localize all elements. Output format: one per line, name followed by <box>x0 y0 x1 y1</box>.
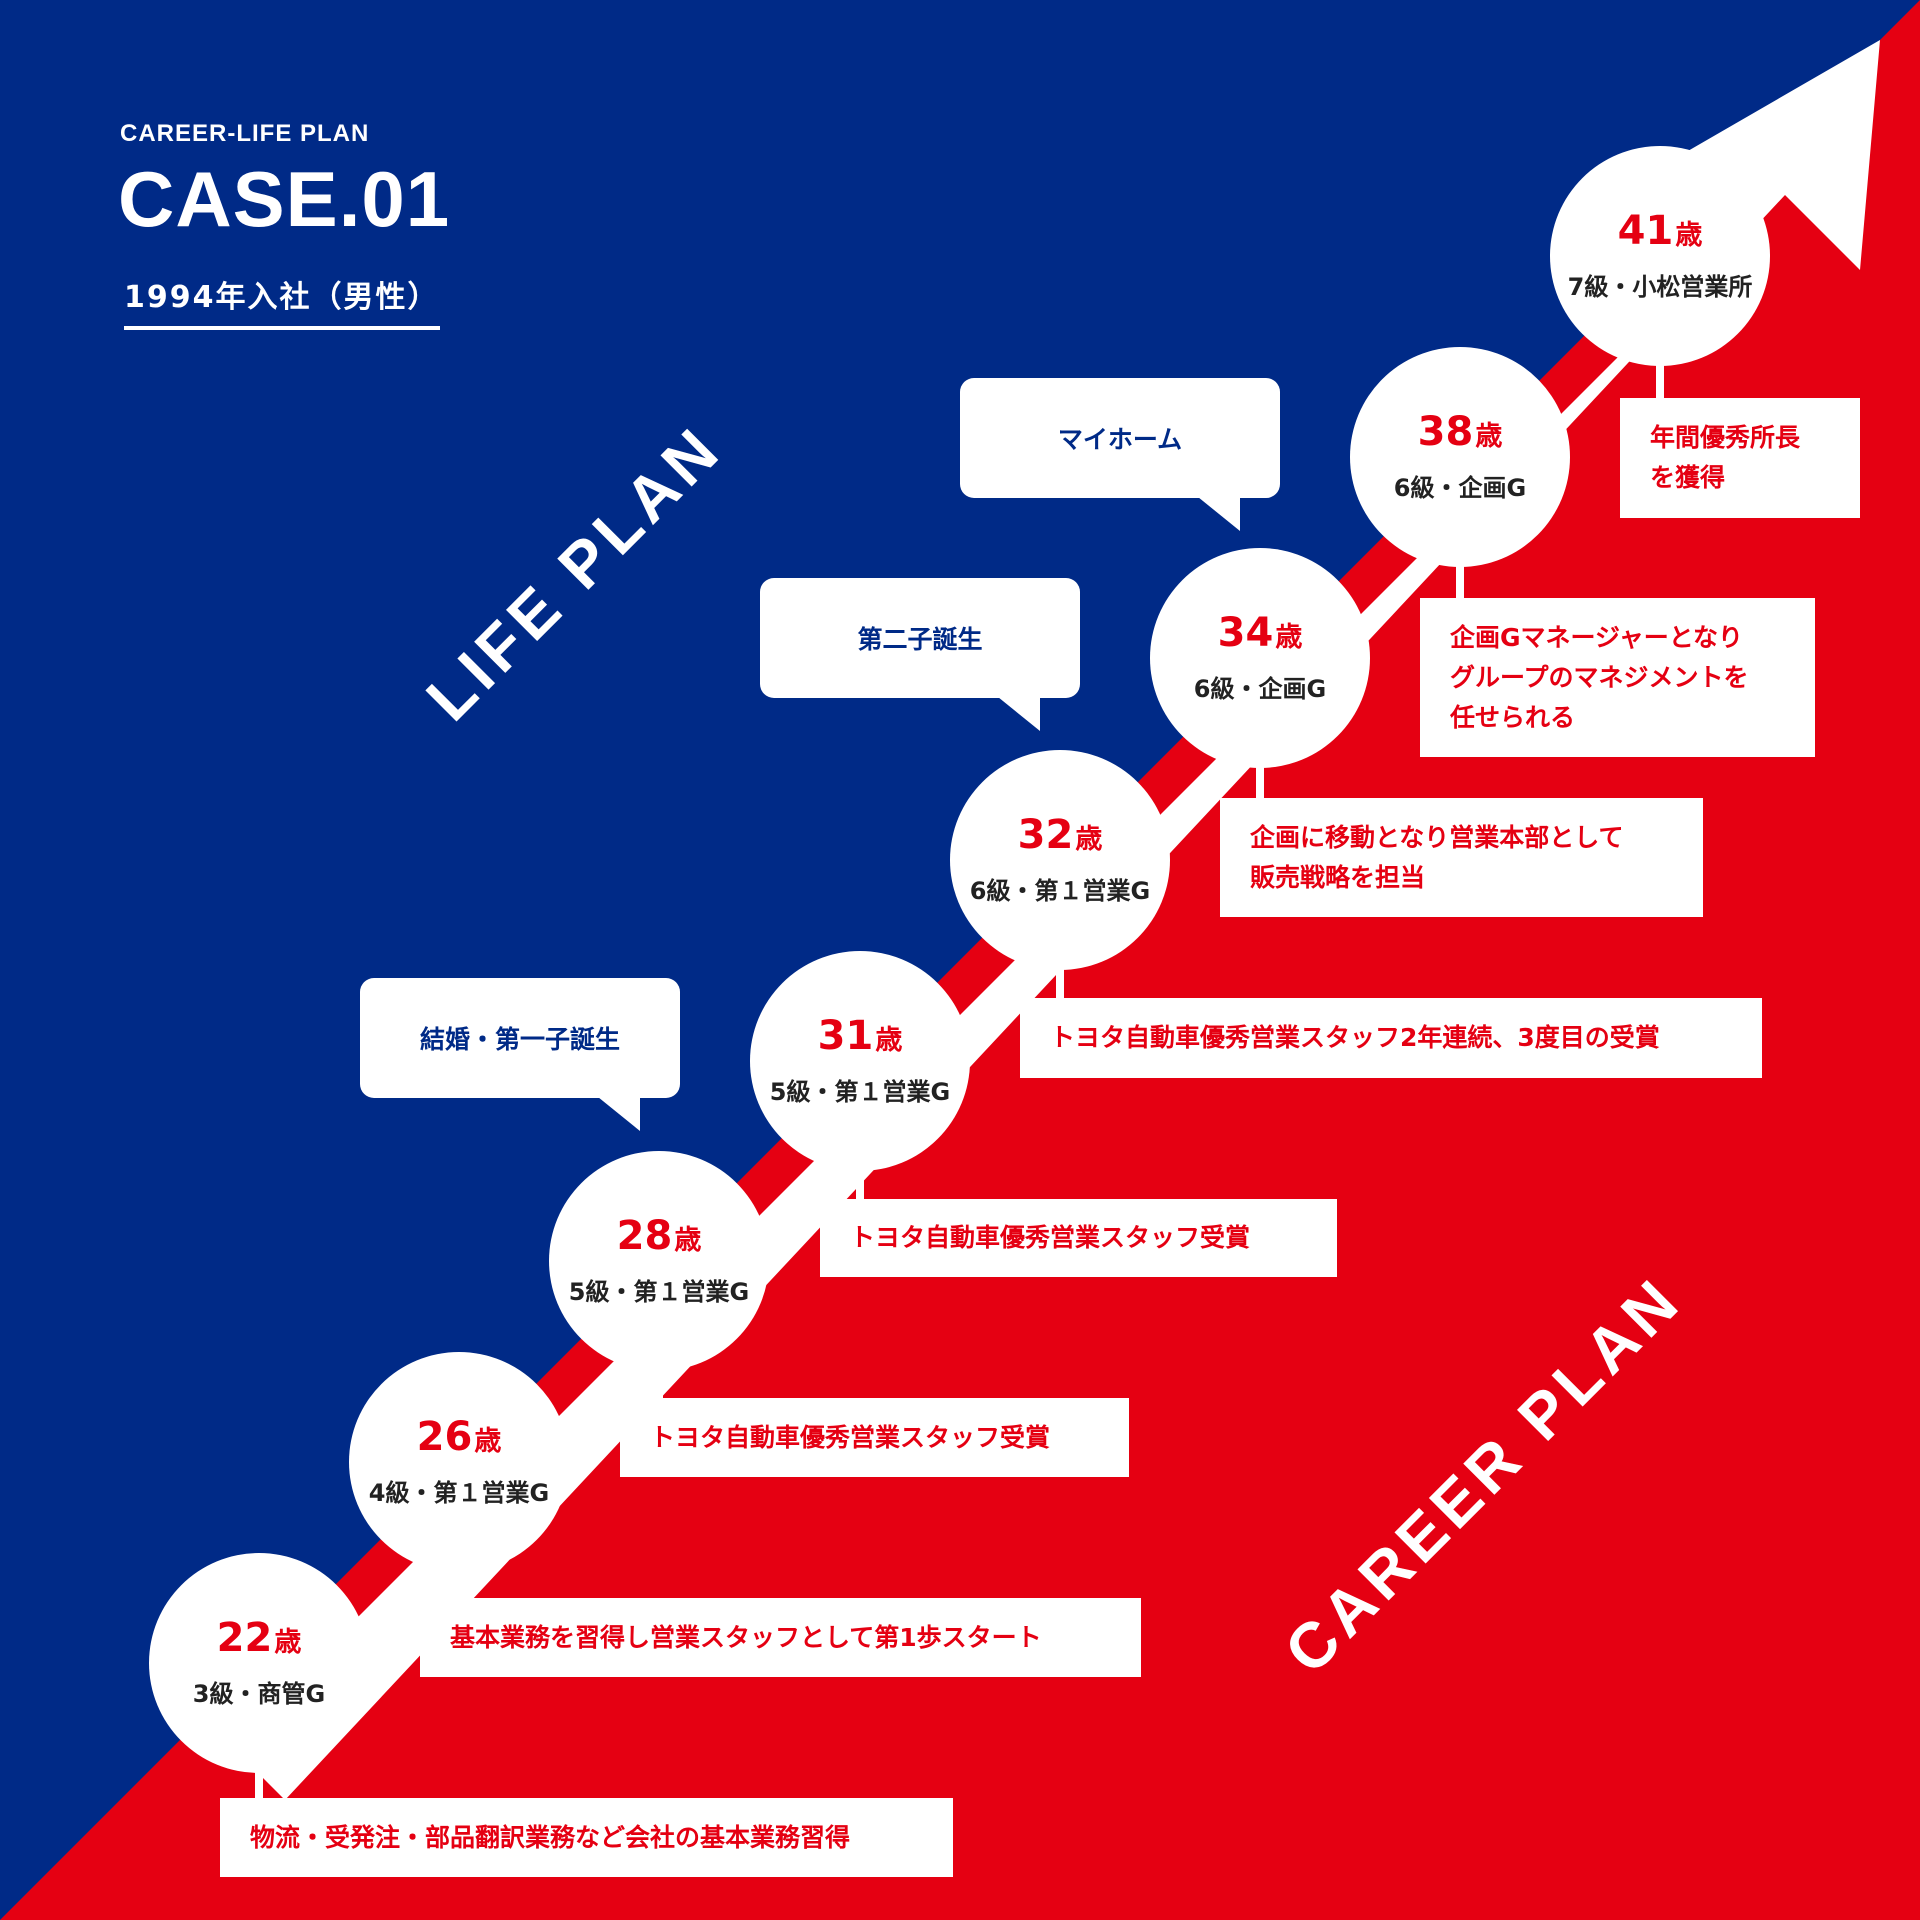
career-text: 企画Gマネージャーとなり <box>1450 622 1744 652</box>
header-meta: 1994年入社（男性） <box>124 272 440 330</box>
connector-26 <box>455 1570 463 1600</box>
career-text: 任せられる <box>1450 702 1576 732</box>
career-event-31: トヨタ自動車優秀営業スタッフ受賞 <box>820 1199 1337 1277</box>
life-event-bubble-my-home: マイホーム <box>960 378 1280 498</box>
connector-34 <box>1256 766 1264 800</box>
connector-28 <box>655 1370 663 1400</box>
career-text: 物流・受発注・部品翻訳業務など会社の基本業務習得 <box>250 1822 851 1852</box>
post-label: 5級・第１営業G <box>568 1277 750 1306</box>
connector-31 <box>856 1170 864 1200</box>
bubble-tail <box>598 1097 640 1131</box>
career-event-38: 企画Gマネージャーとなり グループのマネジメントを 任せられる <box>1420 598 1815 757</box>
career-text: トヨタ自動車優秀営業スタッフ受賞 <box>650 1422 1051 1452</box>
post-label: 5級・第１営業G <box>769 1077 951 1106</box>
career-text: 年間優秀所長 <box>1650 423 1801 452</box>
life-event-bubble-second-child: 第二子誕生 <box>760 578 1080 698</box>
header-subtitle: CAREER-LIFE PLAN <box>120 120 370 147</box>
post-label: 3級・商管G <box>192 1679 326 1708</box>
career-text: トヨタ自動車優秀営業スタッフ受賞 <box>850 1223 1251 1252</box>
connector-22 <box>255 1770 263 1800</box>
career-text: トヨタ自動車優秀営業スタッフ2年連続、3度目の受賞 <box>1050 1023 1660 1052</box>
career-text: 販売戦略を担当 <box>1250 862 1426 892</box>
connector-41 <box>1656 364 1664 400</box>
career-event-28: トヨタ自動車優秀営業スタッフ受賞 <box>620 1398 1129 1477</box>
career-event-26: 基本業務を習得し営業スタッフとして第1歩スタート <box>420 1598 1141 1677</box>
career-text: を獲得 <box>1650 463 1726 492</box>
career-event-32: トヨタ自動車優秀営業スタッフ2年連続、3度目の受賞 <box>1020 998 1762 1078</box>
career-event-41: 年間優秀所長 を獲得 <box>1620 398 1860 518</box>
bubble-tail <box>998 697 1040 731</box>
post-label: 6級・第１営業G <box>969 876 1151 905</box>
career-text: グループのマネジメントを <box>1450 662 1749 692</box>
career-event-34: 企画に移動となり営業本部として 販売戦略を担当 <box>1220 798 1703 917</box>
post-label: 6級・企画G <box>1193 674 1327 703</box>
post-label: 6級・企画G <box>1393 473 1527 502</box>
connector-32 <box>1056 968 1064 1000</box>
life-event-text: 第二子誕生 <box>857 625 983 654</box>
connector-38 <box>1456 564 1464 600</box>
bubble-tail <box>1198 497 1240 531</box>
page-title: CASE.01 <box>118 155 451 243</box>
life-event-text: マイホーム <box>1057 425 1183 454</box>
life-event-text: 結婚・第一子誕生 <box>419 1025 620 1054</box>
post-label: 7級・小松営業所 <box>1567 272 1753 301</box>
post-label: 4級・第１営業G <box>368 1478 550 1507</box>
career-event-22: 物流・受発注・部品翻訳業務など会社の基本業務習得 <box>220 1798 953 1877</box>
career-text: 基本業務を習得し営業スタッフとして第1歩スタート <box>450 1622 1042 1652</box>
career-text: 企画に移動となり営業本部として <box>1250 822 1624 852</box>
life-event-bubble-marriage: 結婚・第一子誕生 <box>360 978 680 1098</box>
